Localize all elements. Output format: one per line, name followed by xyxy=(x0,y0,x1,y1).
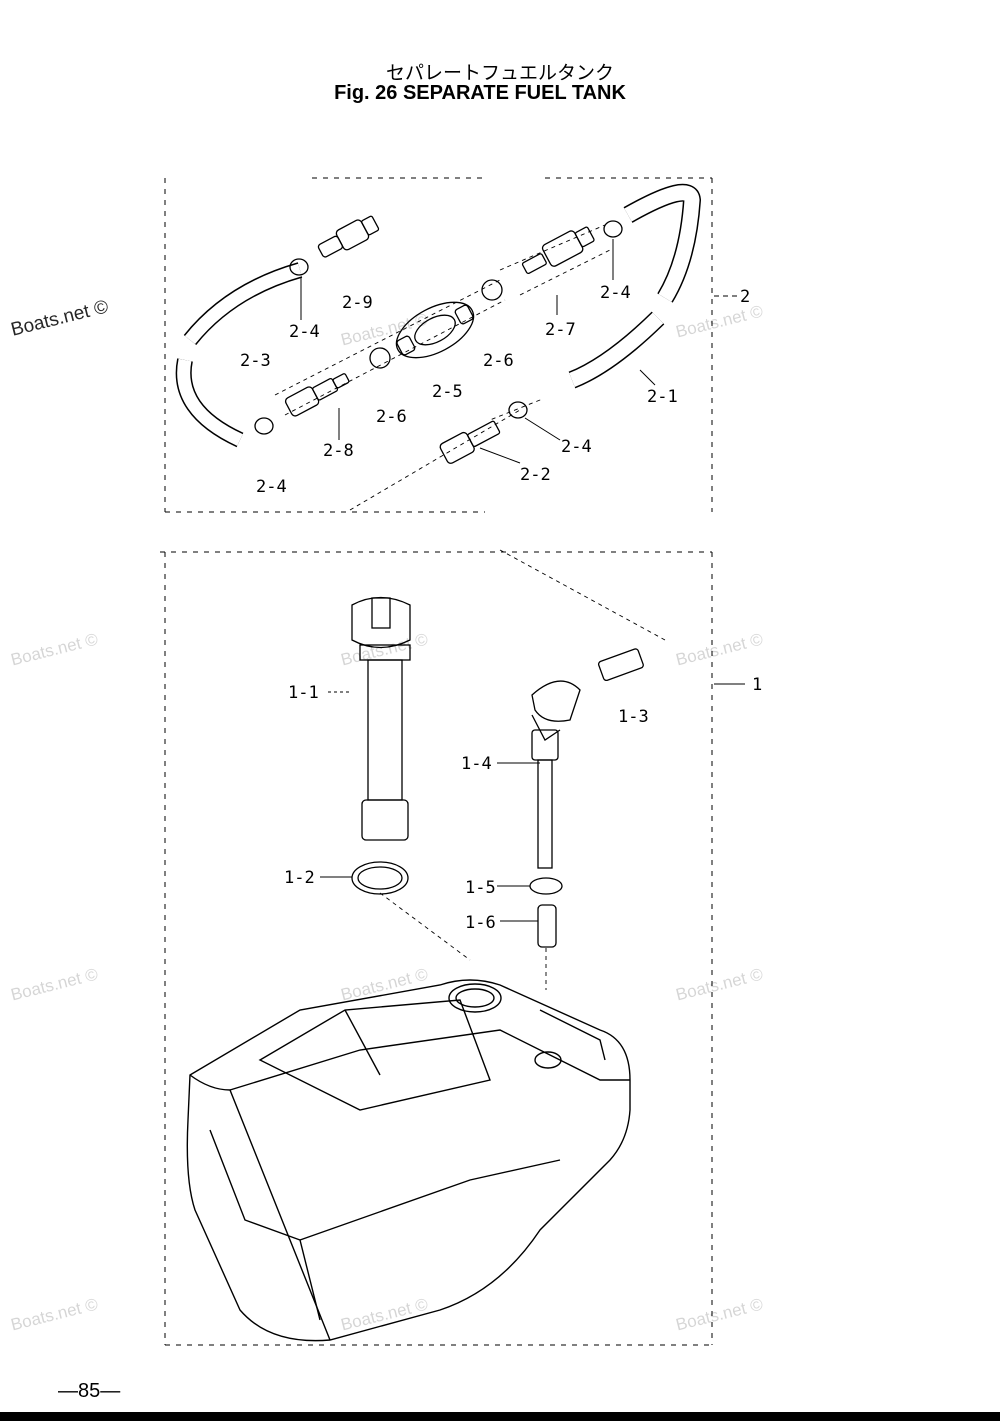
callout-labels: 2 2-1 2-2 2-3 2-4 2-4 2-4 2-4 2-5 2-6 2-… xyxy=(240,283,762,933)
callout-1-5: 1-5 xyxy=(465,878,496,898)
callout-2-6-left: 2-6 xyxy=(376,407,407,427)
callout-2-3: 2-3 xyxy=(240,351,271,371)
title-japanese: セパレートフュエルタンク xyxy=(385,62,614,84)
assembly-guide-lines xyxy=(274,224,666,641)
callout-2-5: 2-5 xyxy=(432,382,463,402)
callout-2-8: 2-8 xyxy=(323,441,354,461)
bottom-edge-bar xyxy=(0,1412,1000,1421)
primer-bulb-2-5 xyxy=(395,301,475,359)
callout-1-3: 1-3 xyxy=(618,707,649,727)
connector-2-7 xyxy=(521,226,595,275)
callout-2-9: 2-9 xyxy=(342,293,373,313)
gauge-1-1 xyxy=(351,596,411,841)
connector-2-8 xyxy=(284,373,350,417)
fuel-tank-body xyxy=(186,979,631,1342)
callout-2-6-right: 2-6 xyxy=(483,351,514,371)
connector-2-9 xyxy=(317,215,380,258)
pickup-tube-1-4 xyxy=(531,714,561,869)
gasket-1-2 xyxy=(351,861,409,895)
callout-2-4-bottom: 2-4 xyxy=(256,477,287,497)
assembly-2-frame xyxy=(164,177,713,513)
callout-2-4-left: 2-4 xyxy=(289,322,320,342)
leader-lines-1 xyxy=(320,683,745,922)
callout-1-2: 1-2 xyxy=(284,868,315,888)
hose-clamps xyxy=(254,220,623,435)
callout-2: 2 xyxy=(740,287,750,307)
o-ring-1-5 xyxy=(529,877,563,895)
callout-1-6: 1-6 xyxy=(465,913,496,933)
callout-2-4-lower: 2-4 xyxy=(561,437,592,457)
filter-1-6 xyxy=(537,904,557,948)
fuel-hose-2-3 xyxy=(175,262,303,448)
fuel-hose-2-1 xyxy=(568,183,702,389)
leader-lines-2 xyxy=(300,239,740,464)
callout-2-2: 2-2 xyxy=(520,465,551,485)
page-number: —85— xyxy=(58,1380,121,1402)
callout-2-4-right: 2-4 xyxy=(600,283,631,303)
connector-2-2 xyxy=(439,420,501,464)
callout-1: 1 xyxy=(752,675,762,695)
assembly-1-frame xyxy=(160,551,713,1346)
figure-title: Fig. 26 SEPARATE FUEL TANK xyxy=(334,82,626,104)
callout-2-7: 2-7 xyxy=(545,320,576,340)
callout-1-1: 1-1 xyxy=(288,683,319,703)
elbow-fitting-1-3 xyxy=(531,648,644,722)
callout-1-4: 1-4 xyxy=(461,754,492,774)
callout-2-1: 2-1 xyxy=(647,387,678,407)
